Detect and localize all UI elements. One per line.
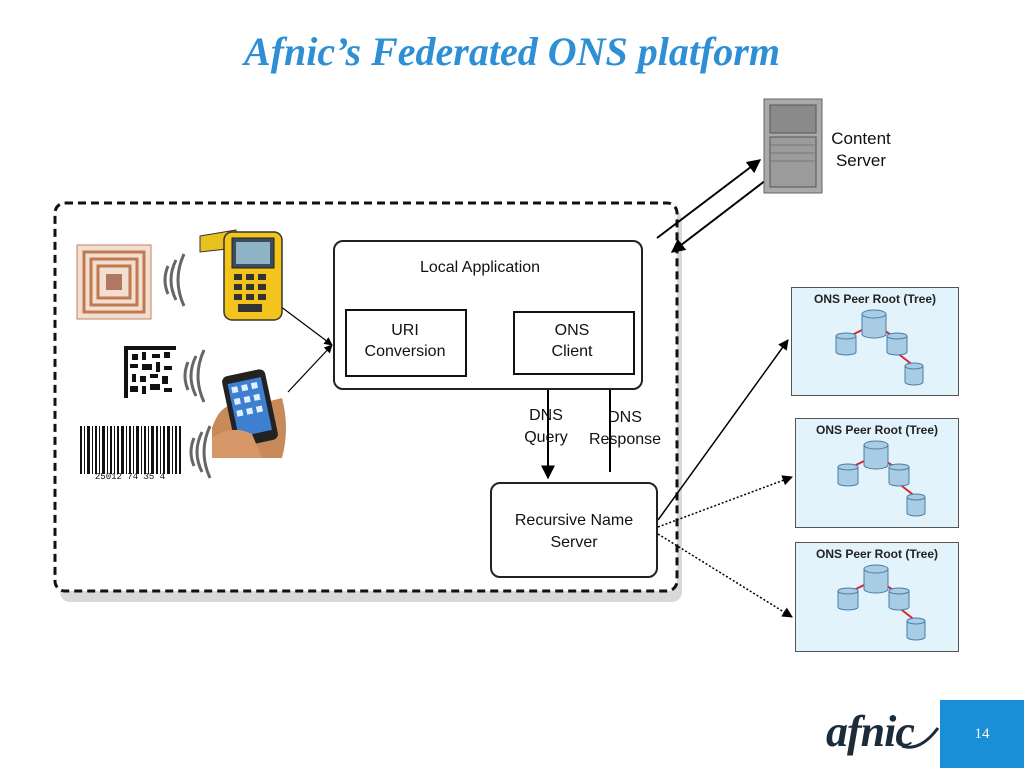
peer-root-box: ONS Peer Root (Tree) bbox=[795, 418, 959, 528]
peer-root-label: ONS Peer Root (Tree) bbox=[815, 423, 939, 437]
local-application-label: Local Application bbox=[419, 259, 541, 276]
ons-client-label: ONS Client bbox=[551, 322, 593, 360]
afnic-logo: afnic bbox=[826, 707, 915, 756]
dns-query-label: DNS Query bbox=[524, 407, 568, 446]
wireless-signal-icon bbox=[163, 253, 186, 307]
slide-title: Afnic’s Federated ONS platform bbox=[244, 29, 780, 74]
ons-client-box bbox=[513, 311, 635, 375]
peer-root-label: ONS Peer Root (Tree) bbox=[813, 292, 937, 306]
page-number: 14 bbox=[940, 700, 1024, 768]
peer-root-label: ONS Peer Root (Tree) bbox=[815, 547, 939, 561]
peer-root-box: ONS Peer Root (Tree) bbox=[791, 287, 959, 396]
recursive-name-server-label: Recursive Name Server bbox=[514, 512, 634, 551]
tree-database-icon bbox=[835, 309, 924, 386]
recursive-name-server-box bbox=[490, 482, 658, 578]
barcode-digits: 25012 74 35 4 bbox=[94, 472, 166, 482]
server-icon bbox=[763, 98, 823, 194]
smartphone-icon bbox=[212, 369, 286, 458]
datamatrix-icon bbox=[124, 346, 176, 398]
tree-database-icon bbox=[837, 564, 926, 641]
wireless-signal-icon bbox=[189, 425, 212, 479]
content-server-label: Content Server bbox=[831, 129, 891, 170]
logo-swoosh-icon bbox=[901, 727, 940, 749]
peer-root-box: ONS Peer Root (Tree) bbox=[795, 542, 959, 652]
rfid-tag-icon bbox=[76, 244, 152, 320]
barcode-icon bbox=[80, 426, 181, 474]
handheld-scanner-icon bbox=[199, 229, 283, 321]
uri-conversion-label: URI Conversion bbox=[364, 322, 446, 360]
wireless-signal-icon bbox=[183, 349, 206, 403]
tree-database-icon bbox=[837, 440, 926, 517]
dns-response-label: DNS Response bbox=[588, 409, 662, 448]
uri-conversion-box bbox=[345, 309, 467, 377]
